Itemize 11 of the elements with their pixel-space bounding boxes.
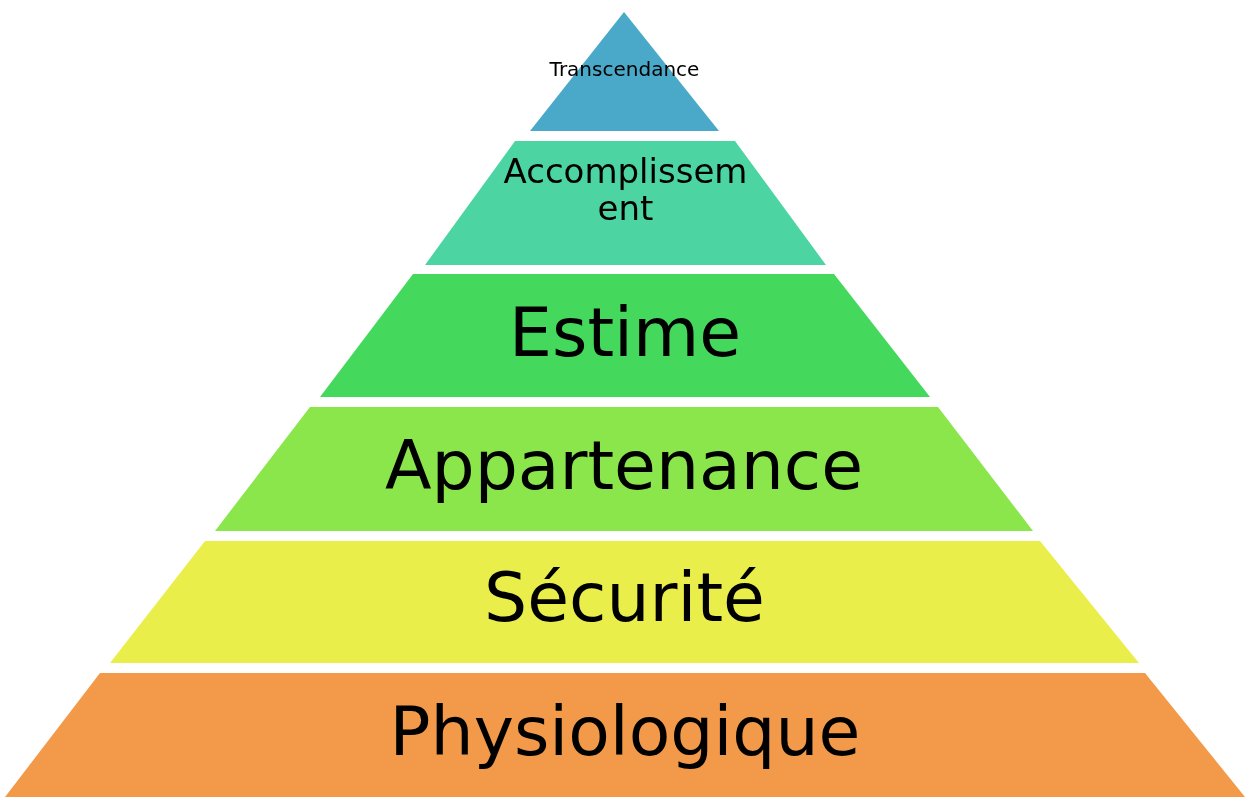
pyramid-tier	[425, 141, 826, 265]
pyramid-tier	[5, 673, 1245, 797]
tier-label: Physiologique	[388, 695, 862, 770]
pyramid-tier	[530, 12, 719, 131]
tier-label: Estime	[508, 296, 742, 371]
pyramid-tier	[215, 407, 1033, 531]
tier-label: Sécurité	[483, 561, 766, 636]
pyramid-tier	[320, 274, 930, 397]
tier-label: Appartenance	[383, 429, 865, 504]
pyramid-tier	[110, 541, 1139, 663]
tier-label: Accomplissement	[502, 153, 749, 228]
